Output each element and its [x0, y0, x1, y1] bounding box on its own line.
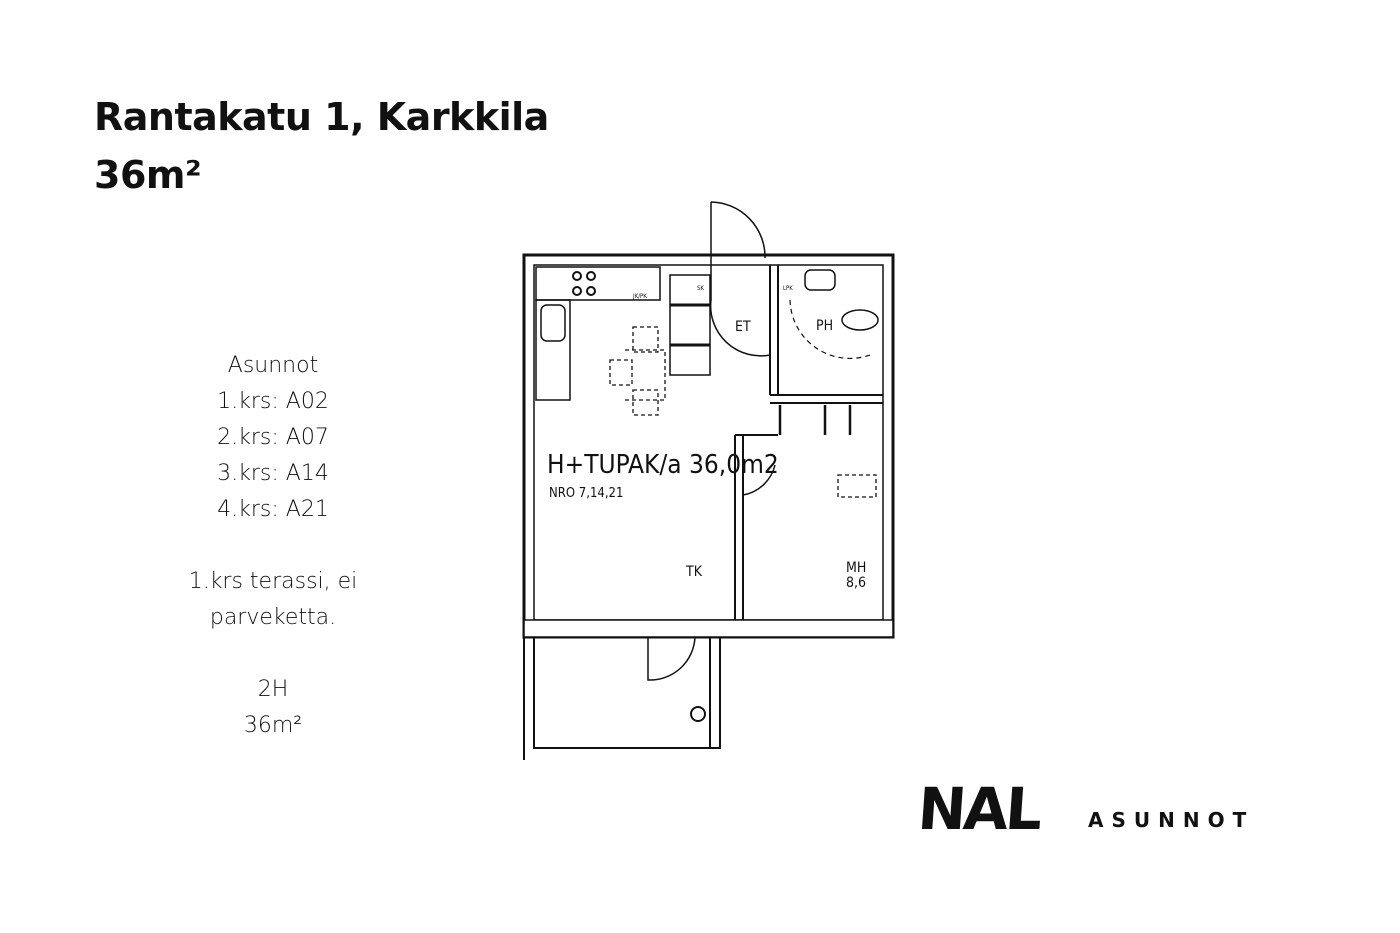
floor-item: 3.krs: A14	[217, 461, 329, 486]
room-area-bedroom: 8,6	[846, 575, 866, 591]
bed	[837, 474, 877, 498]
plan-number-label: NRO 7,14,21	[549, 486, 623, 501]
floor-item: 1.krs: A02	[217, 389, 329, 414]
kitchen-counter-top	[535, 266, 661, 301]
plan-main-label: H+TUPAK/a 36,0m2	[547, 450, 779, 480]
sink-icon	[540, 304, 566, 342]
balcony	[523, 637, 721, 760]
fixture-label-wardrobe: SK	[697, 285, 704, 292]
apartment-area: 36m²	[243, 713, 303, 738]
dining-table	[609, 326, 666, 416]
drain-icon	[690, 706, 706, 722]
note-line: parveketta.	[209, 605, 337, 630]
fixture-label-fridge: JK/PK	[632, 293, 647, 300]
bedroom-door	[742, 440, 776, 496]
entrance-door	[710, 201, 766, 300]
asunnot-wordmark: ASUNNOT	[1088, 808, 1255, 832]
size-title: 36m²	[94, 153, 202, 197]
nal-logo: NAL	[915, 775, 1042, 843]
balcony-door	[647, 636, 696, 681]
room-label-bedroom: MH	[846, 560, 866, 576]
bath-sink-icon	[804, 269, 836, 291]
apartment-info: Asunnot 1.krs: A02 2.krs: A07 3.krs: A14…	[160, 348, 386, 744]
room-label-kitchen-living: TK	[685, 564, 703, 580]
note-line: 1.krs terassi, ei	[188, 569, 358, 594]
floor-item: 4.krs: A21	[217, 497, 329, 522]
bathroom-wall	[769, 265, 779, 395]
fixture-label-washer: LPK	[783, 285, 793, 292]
bathroom-wall-bottom	[770, 394, 883, 404]
address-title: Rantakatu 1, Karkkila	[94, 95, 549, 139]
wardrobe	[669, 274, 711, 376]
room-label-entry: ET	[735, 319, 751, 335]
entry-swing	[709, 299, 771, 357]
outer-wall	[522, 253, 895, 639]
window-wall	[523, 619, 894, 638]
toilet-icon	[841, 309, 879, 331]
apartment-type: 2H	[257, 677, 289, 702]
info-heading: Asunnot	[227, 353, 319, 378]
room-label-bathroom: PH	[816, 318, 833, 334]
floor-item: 2.krs: A07	[217, 425, 329, 450]
